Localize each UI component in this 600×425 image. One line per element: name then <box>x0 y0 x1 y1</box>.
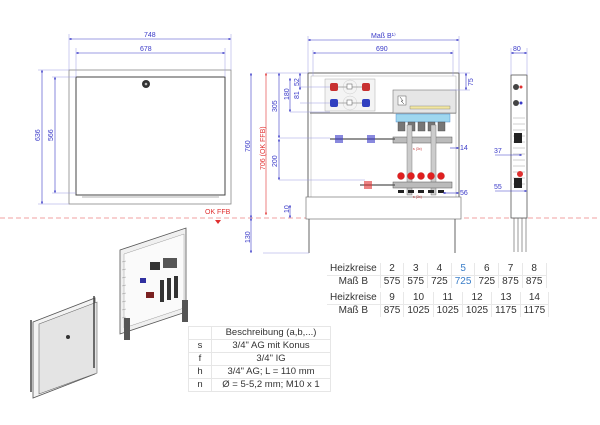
front-view: 748 678 636 566 <box>35 32 232 205</box>
control-box <box>392 89 457 114</box>
circuit-count: 12 <box>462 292 493 305</box>
flow-meters <box>397 172 445 180</box>
row-label-heizkreise: Heizkreise <box>327 292 381 305</box>
dim-outer-height: 636 <box>35 129 42 141</box>
dim-mass-b: Maß B¹⁾ <box>371 32 396 40</box>
circuit-count: 8 <box>522 263 547 276</box>
desc-key: s <box>188 339 212 353</box>
supply-bar <box>392 181 453 189</box>
dim-55: 55 <box>494 184 502 191</box>
front-door <box>75 76 226 196</box>
valve-block <box>324 78 376 112</box>
side-view: 80 37 55 <box>494 46 528 252</box>
cabinet-skirt <box>305 196 462 220</box>
width-value: 1025 <box>433 304 463 317</box>
pipe-connections <box>330 135 395 189</box>
actuator-row <box>395 113 451 123</box>
open-view: s (3x) s (3x) Maß B¹⁾ 690 760 706 (OK FF… <box>245 32 475 254</box>
width-value: 725 <box>427 275 452 288</box>
dim-14: 14 <box>460 145 468 152</box>
row-label-mass-b: Maß B <box>327 304 381 317</box>
desc-key: f <box>188 352 212 366</box>
desc-header-blank <box>188 326 212 340</box>
circuit-count: 13 <box>491 292 521 305</box>
dim-inner-width: 678 <box>140 46 152 53</box>
circuit-count: 9 <box>380 292 405 305</box>
return-bar <box>392 136 453 144</box>
width-value: 725 <box>474 275 500 288</box>
front-outer-frame <box>68 69 232 205</box>
side-manifold-return <box>514 133 522 143</box>
circuit-count-highlighted: 5 <box>451 263 476 276</box>
s-annotation: s (3x) <box>413 147 422 151</box>
dim-130: 130 <box>245 231 252 243</box>
return-valve-blue-icon <box>362 99 370 107</box>
row-label-mass-b: Maß B <box>327 275 381 288</box>
dim-56: 56 <box>460 190 468 197</box>
width-value: 1175 <box>491 304 521 317</box>
iso-open-view <box>119 227 188 340</box>
width-value: 875 <box>380 304 405 317</box>
manifold: s (3x) s (3x) <box>392 113 453 199</box>
iso-door-view <box>30 296 98 399</box>
desc-header: Beschreibung (a,b,...) <box>211 326 331 340</box>
dim-outer-width: 748 <box>144 32 156 39</box>
supply-valve-red-icon <box>362 83 370 91</box>
floor-label: OK FFB <box>205 209 231 216</box>
floor-triangle-icon <box>215 220 221 224</box>
circuit-count: 14 <box>520 292 550 305</box>
side-valve-icon <box>513 84 519 90</box>
dim-180: 180 <box>284 88 291 100</box>
iso-door-lock-icon <box>66 335 70 339</box>
width-value: 1025 <box>462 304 493 317</box>
circuit-count: 4 <box>427 263 452 276</box>
dim-depth: 80 <box>513 46 521 53</box>
circuit-count: 3 <box>403 263 429 276</box>
width-value: 575 <box>403 275 429 288</box>
circuit-count: 6 <box>474 263 500 276</box>
width-value: 1025 <box>403 304 434 317</box>
side-body <box>510 74 528 219</box>
row-label-heizkreise: Heizkreise <box>327 263 381 276</box>
desc-value: 3/4" AG; L = 110 mm <box>211 365 331 379</box>
dim-81: 81 <box>294 91 301 99</box>
dim-200: 200 <box>272 155 279 167</box>
desc-value: Ø = 5-5,2 mm; M10 x 1 <box>211 378 331 392</box>
dim-inner-width-690: 690 <box>376 46 388 53</box>
circuit-count: 7 <box>498 263 523 276</box>
desc-value: 3/4" IG <box>211 352 331 366</box>
return-valve-blue-icon <box>330 99 338 107</box>
desc-key: h <box>188 365 212 379</box>
desc-value: 3/4" AG mit Konus <box>211 339 331 353</box>
width-value: 875 <box>498 275 523 288</box>
width-value: 575 <box>380 275 405 288</box>
dim-37: 37 <box>494 148 502 155</box>
desc-key: n <box>188 378 212 392</box>
iso-leg <box>124 318 130 340</box>
iso-leg <box>182 300 188 322</box>
side-valve-icon <box>513 100 519 106</box>
dim-total-height: 760 <box>245 140 252 152</box>
heizkreise-table-2: Heizkreise 9 10 11 12 13 14 Maß B 875 10… <box>327 292 550 317</box>
dim-52: 52 <box>294 78 301 86</box>
dim-inner-height: 566 <box>48 129 55 141</box>
dim-305: 305 <box>272 100 279 112</box>
lightning-icon <box>399 96 405 105</box>
description-table: Beschreibung (a,b,...) s 3/4" AG mit Kon… <box>188 326 331 392</box>
width-value: 875 <box>522 275 547 288</box>
width-value: 1175 <box>520 304 550 317</box>
circuit-count: 2 <box>380 263 405 276</box>
dim-10: 10 <box>284 205 291 213</box>
width-value-highlighted: 725 <box>451 275 476 288</box>
side-manifold-supply <box>514 178 522 188</box>
supply-valve-red-icon <box>330 83 338 91</box>
heizkreise-table-1: Heizkreise 2 3 4 5 6 7 8 Maß B 575 575 7… <box>327 263 547 288</box>
dim-floor-height: 706 (OK FFB) <box>260 126 267 170</box>
s-annotation: s (3x) <box>413 195 422 199</box>
dim-75: 75 <box>468 78 475 86</box>
circuit-count: 10 <box>403 292 434 305</box>
circuit-count: 11 <box>433 292 463 305</box>
floor-marker: OK FFB <box>205 209 231 224</box>
